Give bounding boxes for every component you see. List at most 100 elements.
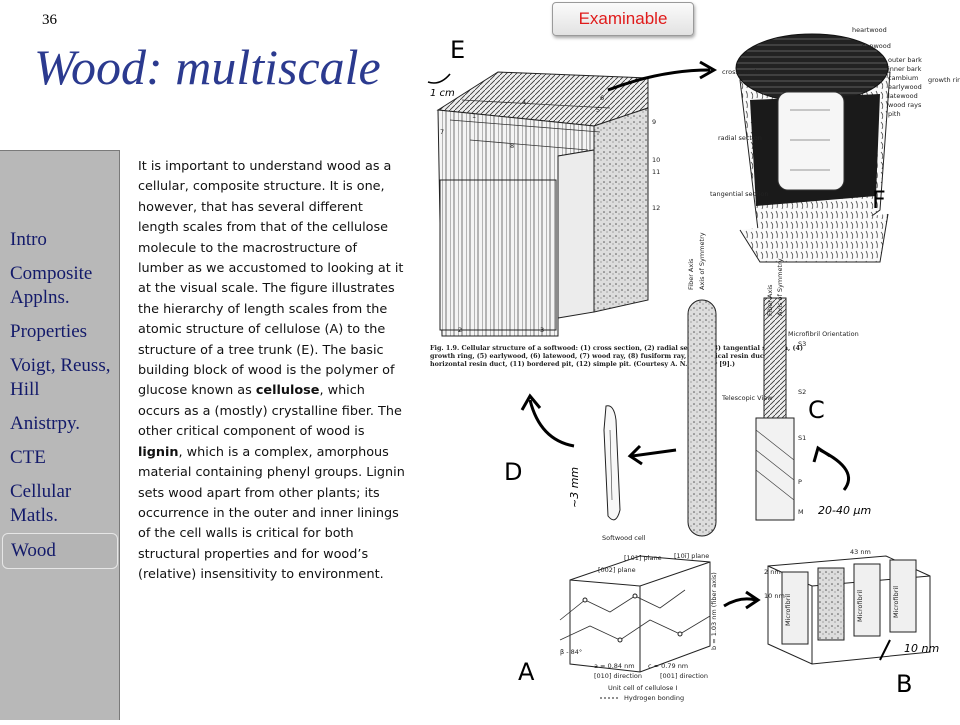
label-microfibril-2: Microfibril	[856, 590, 864, 622]
sidebar-item-properties[interactable]: Properties	[10, 321, 88, 342]
softwood-cell-diagram: Softwood cell ~3 mm	[520, 393, 677, 542]
label-axis-symmetry-2: Axis of Symmetry	[776, 258, 784, 316]
handwritten-3mm: ~3 mm	[568, 467, 581, 508]
sidebar-item-cte[interactable]: CTE	[10, 447, 46, 468]
label-2nm: 2 nm	[764, 568, 781, 576]
letter-b: B	[896, 670, 913, 698]
page-title: Wood: multiscale	[34, 39, 381, 95]
figure-caption: Fig. 1.9. Cellular structure of a softwo…	[430, 344, 803, 368]
label-p: P	[798, 478, 802, 486]
letter-c: C	[808, 396, 825, 424]
body-text-2: , which occurs as a (mostly) crystalline…	[138, 383, 402, 440]
block-num-1: 1	[472, 112, 476, 120]
caption-text: Fig. 1.9. Cellular structure of a softwo…	[430, 344, 803, 368]
label-s1: S1	[798, 434, 806, 442]
sidebar-item-wood[interactable]: Wood	[2, 533, 118, 569]
letter-e: E	[450, 36, 466, 64]
sidebar-nav: Intro Composite Applns. Properties Voigt…	[0, 223, 120, 569]
block-num-8: 8	[510, 142, 514, 150]
body-paragraph: It is important to understand wood as a …	[138, 157, 406, 586]
label-beta: β - 84°	[560, 648, 582, 656]
arrow-a-to-b	[723, 597, 757, 608]
label-fiber-axis: Fiber Axis	[687, 258, 695, 290]
cellulose-unit-cell: [002] plane [101] plane [10ī] plane β - …	[559, 552, 761, 702]
label-heartwood: heartwood	[852, 26, 887, 34]
sidebar-item-voigt-reuss-hill[interactable]: Voigt, Reuss, Hill	[10, 355, 111, 400]
label-unit-cell: Unit cell of cellulose I	[608, 684, 677, 692]
label-b-dim: b = 1.03 nm (fiber axis)	[710, 572, 718, 650]
label-microfibril-1: Microfibril	[784, 594, 792, 626]
sidebar-item-anistrpy[interactable]: Anistrpy.	[10, 413, 81, 434]
block-num-3: 3	[540, 326, 544, 334]
label-cambium: cambium	[888, 74, 918, 82]
label-inner-bark: inner bark	[888, 65, 922, 73]
label-radial-section: radial section	[718, 134, 762, 142]
label-10nm: 10 nm	[764, 592, 785, 600]
softwood-block-diagram: 1 2 3 4 5 6 7 8 9 10 11 12 1 cm	[427, 71, 660, 337]
arrow-d-to-block	[528, 399, 575, 448]
label-010-direction: [010] direction	[594, 672, 642, 680]
block-num-7: 7	[440, 128, 444, 136]
arrow-to-c	[819, 448, 850, 491]
label-m: M	[798, 508, 804, 516]
label-cross-section: cross section	[722, 68, 764, 76]
sidebar-item-composite-applns[interactable]: Composite Applns.	[10, 263, 93, 308]
handwritten-1cm: 1 cm	[430, 88, 455, 99]
block-num-10: 10	[652, 156, 660, 164]
label-43nm: 43 nm	[850, 548, 871, 556]
label-hydrogen-bonding: Hydrogen bonding	[624, 694, 684, 702]
letter-a: A	[518, 658, 535, 686]
arrow-head-block	[520, 393, 542, 411]
label-microfibril-orientation: Microfibril Orientation	[788, 330, 859, 338]
block-num-9: 9	[652, 118, 656, 126]
label-001-direction: [001] direction	[660, 672, 708, 680]
label-wood-rays: wood rays	[888, 101, 922, 109]
label-axis-symmetry: Axis of Symmetry	[698, 232, 706, 290]
body-text-1: It is important to understand wood as a …	[138, 159, 404, 399]
arrow-head-d	[627, 444, 643, 466]
label-softwood-cell: Softwood cell	[602, 534, 646, 542]
block-num-4: 4	[522, 98, 526, 106]
label-002-plane: [002] plane	[598, 566, 636, 574]
sidebar: Intro Composite Applns. Properties Voigt…	[0, 150, 120, 720]
label-c-dim: c = 0.79 nm	[648, 662, 688, 670]
label-earlywood: earlywood	[888, 83, 922, 91]
figure-drawing: 1 2 3 4 5 6 7 8 9 10 11 12 1 cm heartwoo…	[427, 26, 960, 702]
arrow-c-to-d	[631, 448, 677, 458]
label-s2: S2	[798, 388, 806, 396]
letter-d: D	[504, 458, 523, 486]
block-num-5: 5	[596, 106, 600, 114]
label-a-dim: a = 0.84 nm	[594, 662, 635, 670]
examinable-badge[interactable]: Examinable	[552, 2, 694, 36]
tree-trunk-diagram: heartwood sapwood outer bark inner bark …	[710, 26, 960, 263]
body-text-3: , which is a complex, amorphous material…	[138, 444, 405, 583]
handwritten-10nm: 10 nm	[904, 642, 939, 655]
block-num-2: 2	[458, 326, 462, 334]
body-bold-lignin: lignin	[138, 444, 179, 460]
block-num-12: 12	[652, 204, 660, 212]
microfibril-diagram: Microfibril Microfibril Microfibril 43 n…	[764, 548, 939, 665]
label-fiber-axis-2: Fiber Axis	[766, 284, 774, 316]
arrow-head-b	[745, 590, 761, 610]
arrow-block-to-trunk	[607, 68, 711, 92]
arrow-head-c	[812, 445, 831, 463]
label-101-plane: [101] plane	[624, 554, 662, 562]
label-s3: S3	[798, 340, 806, 348]
slide-number: 36	[42, 12, 57, 28]
sidebar-item-intro[interactable]: Intro	[10, 229, 47, 250]
label-microfibril-3: Microfibril	[892, 586, 900, 618]
label-pith: pith	[888, 110, 901, 118]
label-tangential-section: tangential section	[710, 190, 769, 198]
cell-wall-diagram: Fiber Axis Axis of Symmetry Fiber Axis A…	[687, 232, 871, 537]
arrow-10nm	[879, 639, 891, 661]
label-sapwood: sapwood	[862, 42, 891, 50]
arrow-head-trunk	[699, 60, 718, 80]
label-10b-plane: [10ī] plane	[674, 552, 709, 560]
block-num-11: 11	[652, 168, 660, 176]
label-latewood: latewood	[888, 92, 918, 100]
label-growth-ring: growth ring	[928, 76, 960, 84]
letter-f: F	[872, 186, 886, 214]
sidebar-item-cellular-matls[interactable]: Cellular Matls.	[10, 481, 72, 526]
wood-hierarchy-figure: 1 2 3 4 5 6 7 8 9 10 11 12 1 cm heartwoo…	[410, 0, 960, 720]
handwritten-20-40um: 20-40 μm	[818, 504, 871, 517]
